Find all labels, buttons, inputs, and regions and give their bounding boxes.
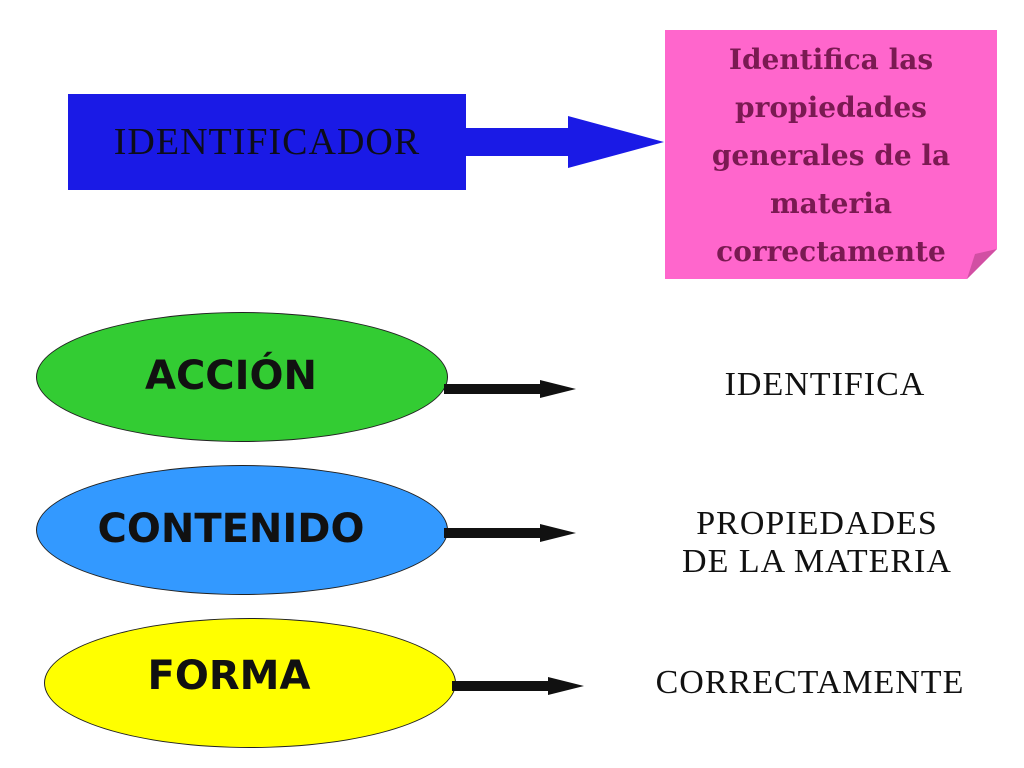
forma-label: FORMA (147, 653, 311, 699)
note-line: propiedades (735, 91, 927, 124)
contenido-value: PROPIEDADES DE LA MATERIA (660, 505, 974, 581)
identifier-arrow (464, 116, 664, 168)
contenido-ellipse (36, 465, 448, 595)
note-line: correctamente (716, 235, 946, 268)
accion-value: IDENTIFICA (690, 366, 960, 404)
forma-value: CORRECTAMENTE (630, 664, 990, 702)
identifier-box: IDENTIFICADOR (68, 94, 466, 190)
forma-value-line: CORRECTAMENTE (655, 664, 965, 701)
contenido-label: CONTENIDO (97, 506, 365, 552)
sticky-note-text: Identifica las propiedades generales de … (665, 36, 997, 276)
note-line: generales de la (711, 139, 951, 172)
accion-label: ACCIÓN (144, 353, 318, 399)
identifier-label: IDENTIFICADOR (113, 121, 421, 163)
accion-ellipse (36, 312, 448, 442)
contenido-arrow (444, 524, 576, 542)
contenido-value-line: DE LA MATERIA (682, 543, 952, 580)
forma-arrow (452, 677, 584, 695)
accion-arrow (444, 380, 576, 398)
accion-value-line: IDENTIFICA (724, 366, 926, 403)
note-line: Identifica las (728, 43, 934, 76)
forma-ellipse (44, 618, 456, 748)
contenido-value-line: PROPIEDADES (696, 505, 938, 542)
sticky-note (665, 30, 997, 279)
note-line: materia (769, 187, 893, 220)
